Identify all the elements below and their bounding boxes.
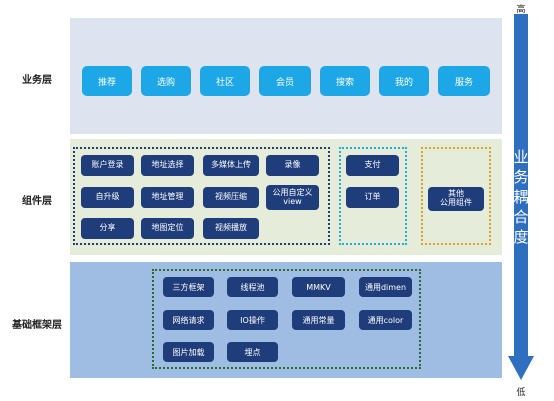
biz-item-recommend[interactable]: 推荐 bbox=[82, 66, 132, 96]
base-layer-label: 基础框架层 bbox=[12, 320, 62, 331]
base-thread-pool[interactable]: 线程池 bbox=[227, 277, 278, 297]
comp-custom-view[interactable]: 公用自定义 view bbox=[266, 185, 319, 210]
comp-video-compress[interactable]: 视频压缩 bbox=[203, 187, 259, 208]
component-main-group bbox=[73, 147, 330, 245]
coupling-title-text: 业务耦合度 bbox=[513, 148, 529, 246]
comp-other-common[interactable]: 其他 公用组件 bbox=[428, 187, 484, 211]
arrow-high-label: 高 bbox=[516, 5, 526, 15]
comp-recording[interactable]: 录像 bbox=[266, 155, 319, 176]
comp-address-manage[interactable]: 地址管理 bbox=[141, 187, 194, 208]
biz-item-community[interactable]: 社区 bbox=[200, 66, 250, 96]
base-common-color[interactable]: 通用color bbox=[359, 310, 412, 330]
comp-pay[interactable]: 支付 bbox=[346, 155, 399, 176]
base-framework-group bbox=[152, 269, 421, 369]
biz-item-member[interactable]: 会员 bbox=[259, 66, 311, 96]
biz-item-search[interactable]: 搜索 bbox=[320, 66, 370, 96]
comp-media-upload[interactable]: 多媒体上传 bbox=[203, 155, 259, 176]
base-mmkv[interactable]: MMKV bbox=[292, 277, 345, 297]
comp-order[interactable]: 订单 bbox=[346, 187, 399, 208]
base-io-operation[interactable]: IO操作 bbox=[227, 310, 278, 330]
component-other-group bbox=[421, 147, 491, 245]
biz-item-service[interactable]: 服务 bbox=[438, 66, 490, 96]
base-image-loading[interactable]: 图片加载 bbox=[163, 342, 214, 362]
comp-self-upgrade[interactable]: 自升级 bbox=[81, 187, 134, 208]
component-pay-group bbox=[339, 147, 407, 245]
base-third-party[interactable]: 三方框架 bbox=[163, 277, 214, 297]
biz-item-shopping[interactable]: 选购 bbox=[141, 66, 191, 96]
comp-map-location[interactable]: 地图定位 bbox=[141, 218, 194, 239]
arrow-low-label: 低 bbox=[516, 388, 526, 398]
business-layer-label: 业务层 bbox=[22, 75, 52, 86]
biz-item-mine[interactable]: 我的 bbox=[379, 66, 429, 96]
base-layer-band bbox=[70, 262, 502, 378]
base-tracking[interactable]: 埋点 bbox=[227, 342, 278, 362]
component-layer-label: 组件层 bbox=[22, 196, 52, 207]
coupling-title: 业务耦合度 bbox=[511, 147, 531, 247]
comp-address-select[interactable]: 地址选择 bbox=[141, 155, 194, 176]
comp-video-play[interactable]: 视频播放 bbox=[203, 218, 259, 239]
comp-account-login[interactable]: 账户登录 bbox=[81, 155, 134, 176]
base-common-dimen[interactable]: 通用dimen bbox=[359, 277, 412, 297]
base-common-constants[interactable]: 通用常量 bbox=[292, 310, 345, 330]
base-network-request[interactable]: 网络请求 bbox=[163, 310, 214, 330]
comp-share[interactable]: 分享 bbox=[81, 218, 134, 239]
